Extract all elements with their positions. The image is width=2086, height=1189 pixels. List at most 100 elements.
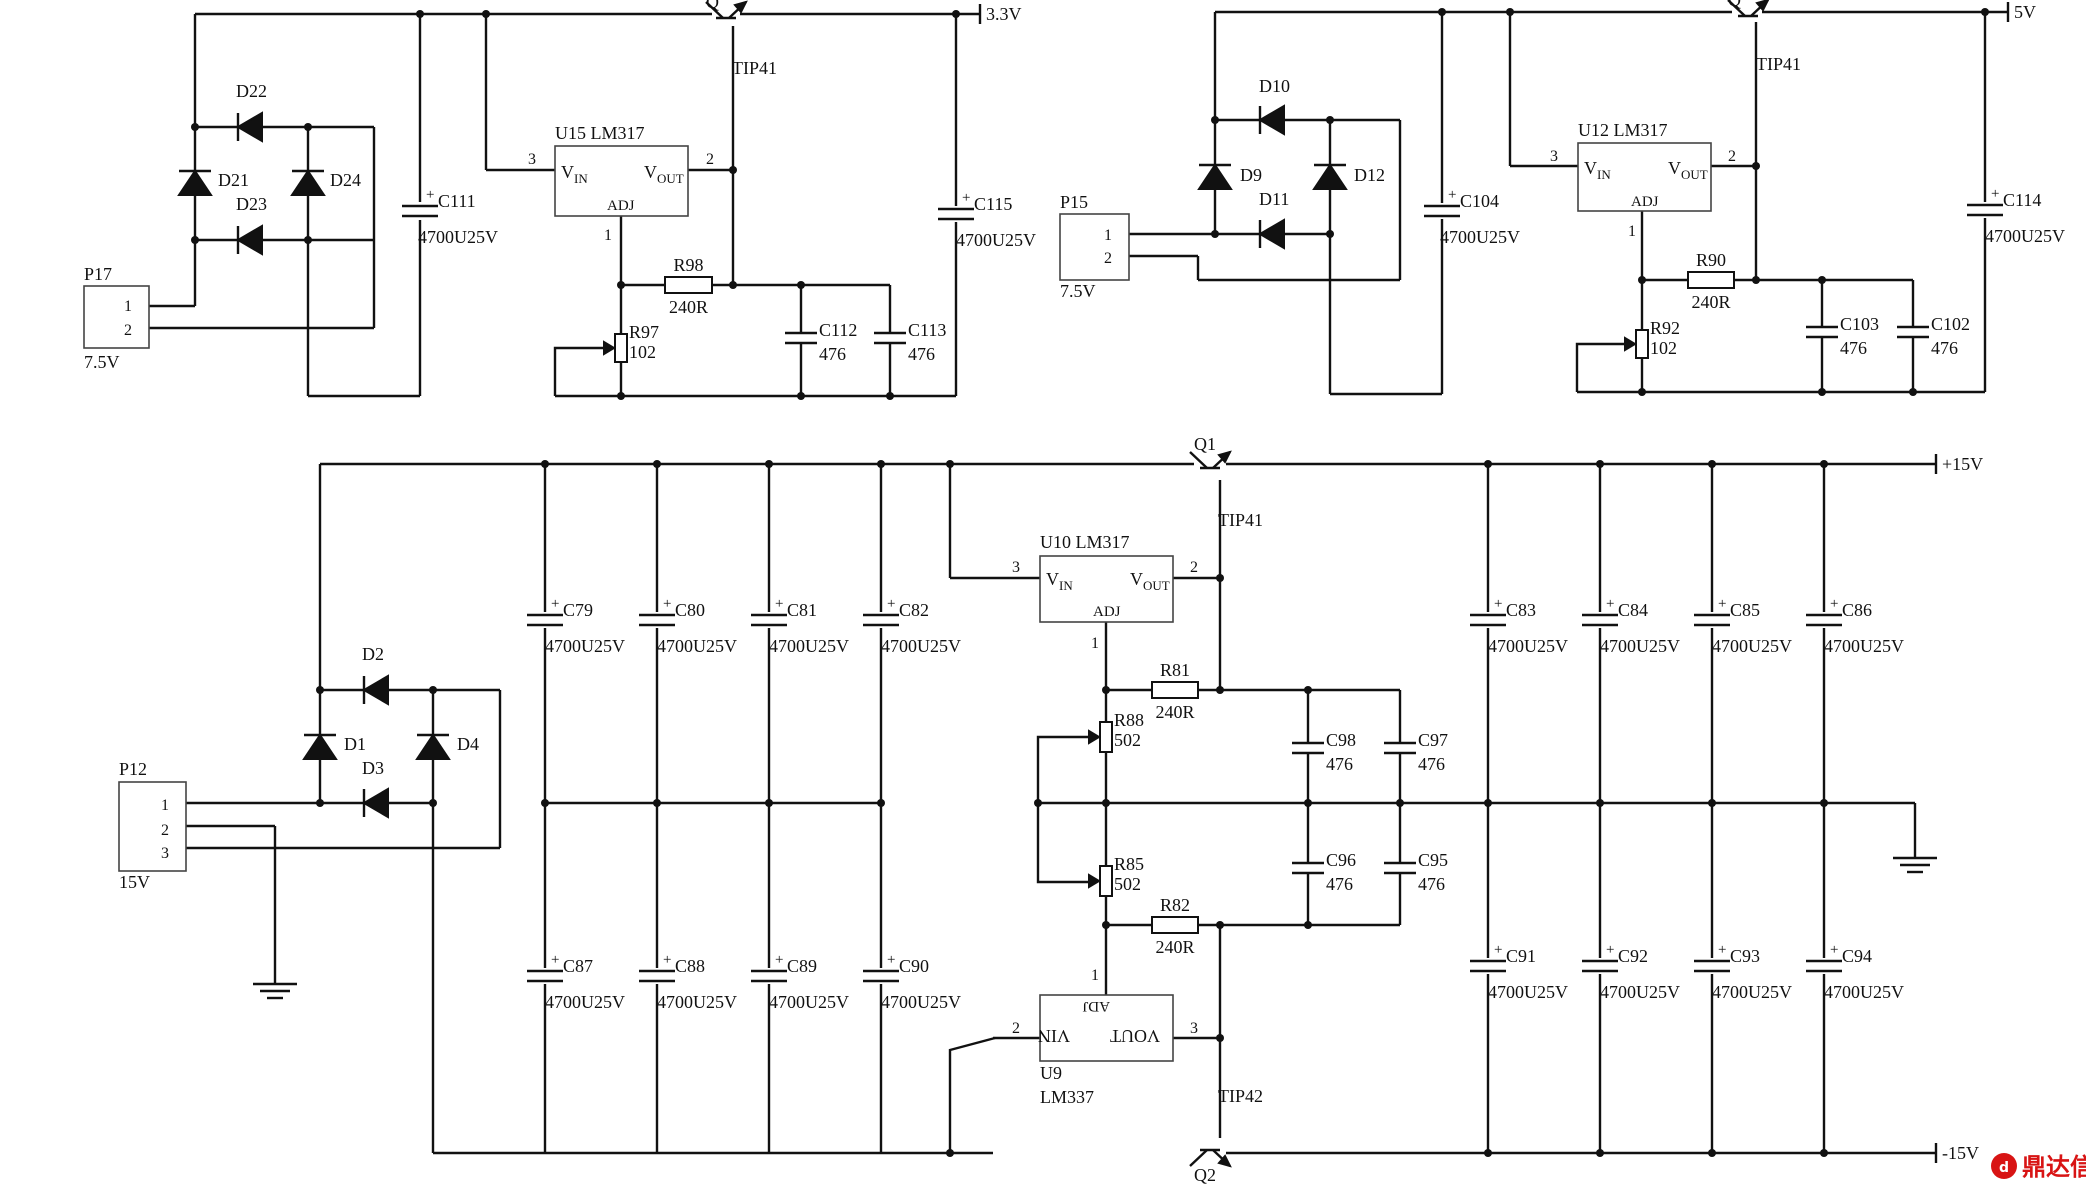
- cap-c115-value: 4700U25V: [956, 230, 1036, 250]
- cap-plus: +: [663, 596, 671, 612]
- junction-dot: [1506, 8, 1514, 16]
- pin-num-adj: 1: [604, 227, 612, 244]
- pot-r97-ref: R97: [629, 322, 659, 342]
- transistor-arrow: [1217, 1154, 1232, 1168]
- cap-in-bot-3-value: 4700U25V: [881, 992, 961, 1012]
- resistor-body: [1687, 271, 1735, 289]
- junction-dot: [541, 460, 549, 468]
- junction-dot: [1820, 799, 1828, 807]
- cap-in-bot-2-value: 4700U25V: [769, 992, 849, 1012]
- junction-dot: [1752, 276, 1760, 284]
- junction-dot: [1211, 116, 1219, 124]
- cap-plus: +: [1606, 596, 1614, 612]
- junction-dot: [1818, 276, 1826, 284]
- q1-ref: Q1: [1194, 434, 1216, 454]
- junction-dot: [617, 281, 625, 289]
- q2-ref: Q2: [1194, 1165, 1216, 1185]
- connector-pin-1: 1: [1104, 227, 1112, 244]
- connector-p17: [83, 285, 150, 349]
- junction-dot: [1438, 8, 1446, 16]
- junction-dot: [1708, 460, 1716, 468]
- junction-dot: [304, 123, 312, 131]
- watermark-text: 鼎达信: [2022, 1153, 2086, 1181]
- cap-plus: +: [1718, 942, 1726, 958]
- junction-dot: [191, 123, 199, 131]
- diode-ref: D3: [362, 758, 384, 778]
- cap-plus: +: [1991, 186, 1999, 202]
- brand-logo-icon: [1991, 1153, 2017, 1179]
- diode-ref: D9: [1240, 165, 1262, 185]
- cap-c102-ref: C102: [1931, 314, 1970, 334]
- junction-dot: [1304, 921, 1312, 929]
- junction-dot: [1708, 1149, 1716, 1157]
- pin-adj: ADJ: [1093, 604, 1121, 620]
- junction-dot: [877, 460, 885, 468]
- pin-num-out: 2: [1728, 148, 1736, 165]
- cap-in-bot-0-value: 4700U25V: [545, 992, 625, 1012]
- res-r82-ref: R82: [1160, 895, 1190, 915]
- diode-icon: [415, 733, 451, 760]
- cap-in-top-1-ref: C80: [675, 600, 705, 620]
- junction-dot: [429, 686, 437, 694]
- transistor-arrow: [733, 0, 748, 14]
- cap-c95-ref: C95: [1418, 850, 1448, 870]
- diode-icon: [236, 111, 263, 143]
- junction-dot: [1216, 686, 1224, 694]
- output-neg-15v: -15V: [1942, 1143, 1979, 1163]
- cap-plus: +: [551, 596, 559, 612]
- cap-in-bot-1-value: 4700U25V: [657, 992, 737, 1012]
- diode-icon: [1312, 163, 1348, 190]
- cap-c98-ref: C98: [1326, 730, 1356, 750]
- diode-ref: D24: [330, 170, 361, 190]
- junction-dot: [797, 281, 805, 289]
- junction-dot: [1396, 799, 1404, 807]
- resistor-body: [1151, 681, 1199, 699]
- junction-dot: [886, 392, 894, 400]
- cap-in-top-2-value: 4700U25V: [769, 636, 849, 656]
- junction-dot: [1216, 1034, 1224, 1042]
- junction-dot: [1981, 8, 1989, 16]
- pot-r97-value: 102: [629, 342, 656, 362]
- junction-dot: [316, 686, 324, 694]
- q-5v-ref: Q: [1728, 0, 1741, 10]
- cap-out-top-0-value: 4700U25V: [1488, 636, 1568, 656]
- pot-r85-value: 502: [1114, 874, 1141, 894]
- connector-pin-3: 3: [161, 845, 169, 862]
- cap-out-top-0-ref: C83: [1506, 600, 1536, 620]
- resistor-body: [664, 276, 713, 294]
- cap-plus: +: [1494, 942, 1502, 958]
- cap-out-top-1-ref: C84: [1618, 600, 1648, 620]
- pot-r92-ref: R92: [1650, 318, 1680, 338]
- connector-ref: P15: [1060, 192, 1088, 212]
- junction-dot: [1326, 230, 1334, 238]
- diode-icon: [236, 224, 263, 256]
- junction-dot: [765, 460, 773, 468]
- connector-p15: [1059, 213, 1130, 281]
- res-r90-ref: R90: [1696, 250, 1726, 270]
- res-r98-value: 240R: [669, 297, 708, 317]
- junction-dot: [429, 799, 437, 807]
- junction-dot: [1102, 921, 1110, 929]
- cap-c112-ref: C112: [819, 320, 857, 340]
- connector-p12: [118, 781, 187, 872]
- junction-dot: [877, 799, 885, 807]
- junction-dot: [304, 236, 312, 244]
- diode-icon: [1258, 104, 1285, 136]
- cap-plus: +: [775, 952, 783, 968]
- pin-num-in: 3: [1012, 559, 1020, 576]
- regulator-u10-ref: U10 LM317: [1040, 532, 1130, 552]
- cap-c103-ref: C103: [1840, 314, 1879, 334]
- pin-adj-mirrored: ADJ: [1082, 998, 1110, 1014]
- cap-c115-ref: C115: [974, 194, 1012, 214]
- junction-dot: [1102, 686, 1110, 694]
- cap-c102-value: 476: [1931, 338, 1958, 358]
- transistor-collector: [705, 1, 724, 19]
- diode-ref: D23: [236, 194, 267, 214]
- cap-in-bot-3-ref: C90: [899, 956, 929, 976]
- junction-dot: [1752, 162, 1760, 170]
- connector-voltage: 15V: [119, 872, 150, 892]
- connector-voltage: 7.5V: [1060, 281, 1096, 301]
- res-r98-ref: R98: [673, 255, 703, 275]
- junction-dot: [1596, 460, 1604, 468]
- junction-dot: [765, 799, 773, 807]
